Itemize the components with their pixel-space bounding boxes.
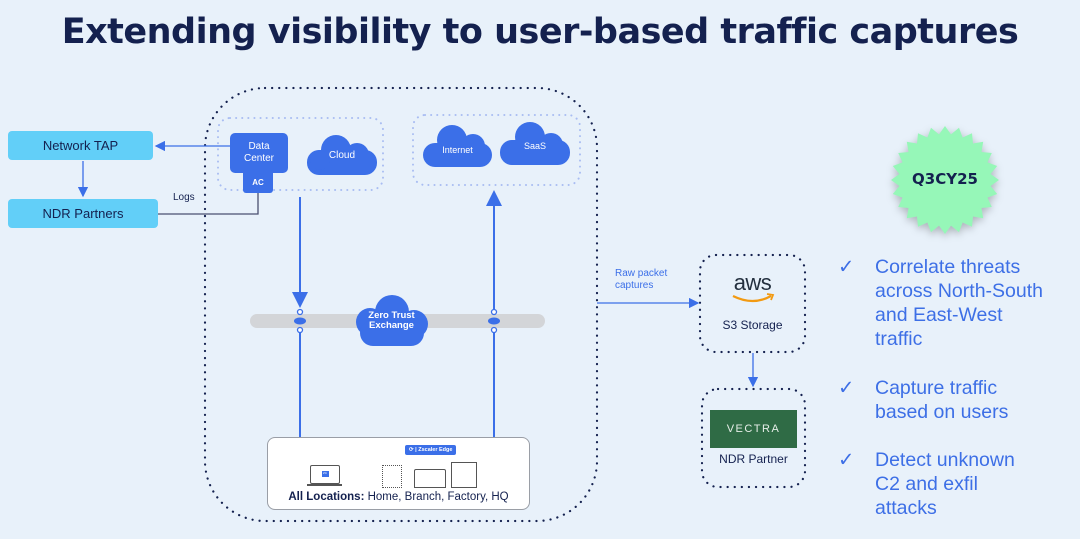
ndr-partner-group [700,387,807,489]
logs-connector [158,193,259,215]
s3-group [698,253,807,354]
branch-building-icon [382,465,402,488]
check-icon: ✓ [838,377,855,399]
saas-cloud-icon [500,122,570,165]
locations-label: All Locations: Home, Branch, Factory, HQ [268,491,529,503]
check-icon: ✓ [838,256,855,278]
ndr-partner-label: NDR Partner [719,452,788,466]
bullet-item: ✓ Detect unknown C2 and exfil attacks [838,448,1068,520]
page-title: Extending visibility to user-based traff… [61,12,1019,52]
s3-storage-label: S3 Storage [722,318,783,332]
aws-logo: aws [733,270,772,295]
check-icon: ✓ [838,449,855,471]
zte-label-line1: Zero Trust [368,310,415,321]
saas-label: SaaS [523,141,547,151]
tunnel-icon [296,308,498,334]
public-apps-group [412,114,581,186]
locations-label-bold: All Locations: [288,491,365,503]
zte-boundary [203,86,599,523]
tunnel-link-icon [294,317,500,325]
private-apps-group [217,117,384,191]
network-tap-box: Network TAP [8,131,153,160]
release-badge-label: Q3CY25 [912,170,978,188]
bullet-text: Capture traffic based on users [875,377,1009,423]
data-center-box: Data Center [230,133,288,173]
data-center-label: Data Center [243,141,274,164]
internet-label: Internet [442,145,473,155]
locations-box: ⟳ | Zscaler Edge ZC All Locations: Home,… [267,437,530,510]
ndr-partners-box: NDR Partners [8,199,158,228]
bullet-text: Detect unknown C2 and exfil attacks [875,449,1015,519]
bullet-text: Correlate threats across North-South and… [875,256,1043,350]
internet-cloud-icon [423,125,492,167]
laptop-base-icon [307,484,342,486]
locations-label-rest: Home, Branch, Factory, HQ [364,491,509,503]
laptop-badge: ZC [321,471,329,477]
bullet-item: ✓ Capture traffic based on users [838,376,1068,424]
hq-building-icon [451,462,477,488]
zte-label-line2: Exchange [369,320,414,331]
vectra-logo: VECTRA [710,410,797,448]
app-connector-box: AC [243,172,273,193]
raw-packet-captures-label: Raw packet captures [615,268,668,291]
aws-smile-icon [732,295,772,303]
logs-label: Logs [173,192,195,203]
zero-trust-exchange-cloud-icon [356,295,428,346]
bullet-item: ✓ Correlate threats across North-South an… [838,255,1068,351]
zscaler-edge-label: Zscaler Edge [418,447,453,453]
zscaler-edge-badge: ⟳ | Zscaler Edge [405,445,457,455]
factory-icon [414,469,446,488]
cloud-label: Cloud [328,150,356,161]
aws-smile-arrow-icon [766,293,775,301]
laptop-icon: ZC [310,465,340,484]
cloud-icon [307,135,377,175]
sync-icon: ⟳ | [409,447,419,453]
release-badge-starburst [891,126,999,234]
